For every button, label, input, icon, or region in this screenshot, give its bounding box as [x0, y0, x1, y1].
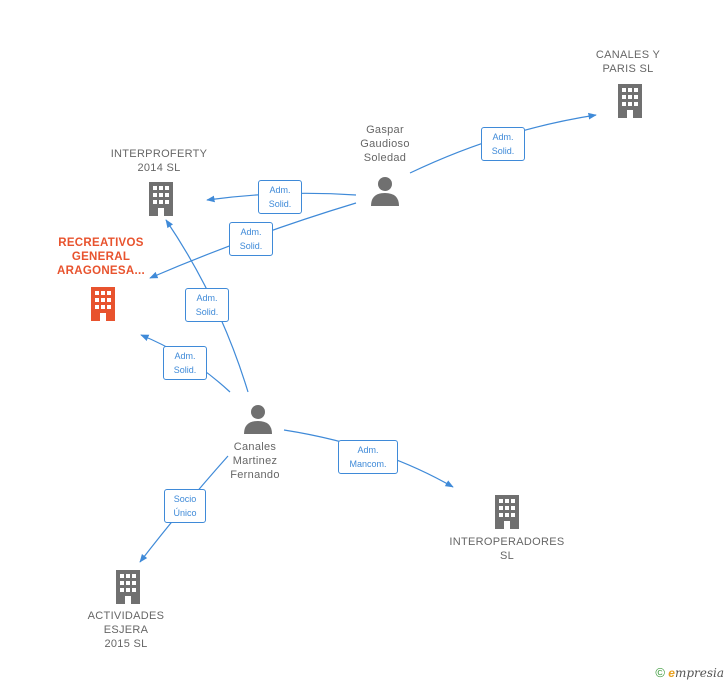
edge-label-gaspar-recreativos: Adm. Solid. [229, 222, 273, 256]
node-label: Gaspar Gaudioso Soledad [360, 124, 410, 164]
building-icon[interactable] [112, 570, 144, 604]
edge-label-gaspar-canales-paris: Adm. Solid. [481, 127, 525, 161]
brand-initial: e [668, 666, 675, 680]
building-icon[interactable] [87, 287, 119, 321]
edge-label-martinez-actividades: Socio Único [164, 489, 206, 523]
brand-logo: © empresia [655, 665, 724, 680]
edge-label-gaspar-interproferty: Adm. Solid. [258, 180, 302, 214]
brand-name: mpresia [674, 666, 724, 680]
node-canales-y-paris[interactable]: CANALES Y PARIS SL [578, 48, 678, 76]
person-icon[interactable] [369, 176, 401, 206]
edge-label-martinez-recreativos: Adm. Solid. [163, 346, 207, 380]
node-label: CANALES Y PARIS SL [595, 49, 661, 75]
node-gaspar-gaudioso-soledad[interactable]: Gaspar Gaudioso Soledad [340, 123, 430, 165]
node-label: ACTIVIDADES ESJERA 2015 SL [87, 610, 165, 650]
node-label: RECREATIVOS GENERAL ARAGONESA... [57, 237, 145, 277]
edge-label-martinez-interproferty: Adm. Solid. [185, 288, 229, 322]
edge-label-martinez-interoperadores: Adm. Mancom. [338, 440, 398, 474]
node-recreativos-general-aragonesa[interactable]: RECREATIVOS GENERAL ARAGONESA... [46, 236, 156, 278]
building-icon[interactable] [614, 84, 646, 118]
node-label: INTEROPERADORES SL [449, 536, 565, 562]
person-icon[interactable] [242, 404, 274, 434]
building-icon[interactable] [145, 182, 177, 216]
building-icon[interactable] [491, 495, 523, 529]
copyright-symbol: © [655, 665, 665, 680]
node-label: Canales Martinez Fernando [230, 441, 280, 481]
node-actividades-esjera[interactable]: ACTIVIDADES ESJERA 2015 SL [76, 609, 176, 651]
node-interproferty[interactable]: INTERPROFERTY 2014 SL [100, 147, 218, 175]
node-interoperadores[interactable]: INTEROPERADORES SL [440, 535, 574, 563]
node-label: INTERPROFERTY 2014 SL [110, 148, 208, 174]
node-canales-martinez-fernando[interactable]: Canales Martinez Fernando [210, 440, 300, 482]
